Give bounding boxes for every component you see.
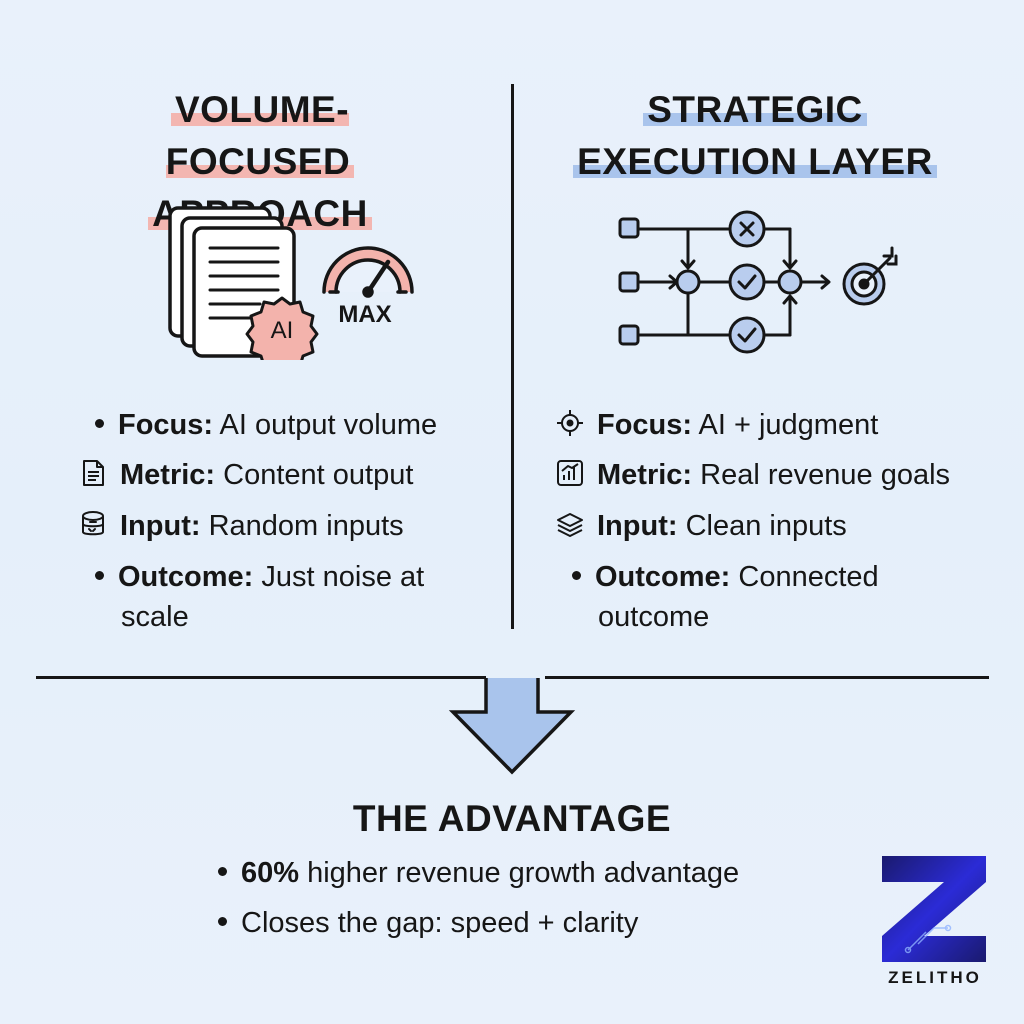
item-label: Outcome: xyxy=(118,561,254,593)
item-text: Just noise at xyxy=(261,561,425,593)
item-label: Input: xyxy=(597,510,678,542)
item-label: Metric: xyxy=(120,459,216,491)
logo-wordmark: ZELITHO xyxy=(888,968,982,987)
item-text: Real revenue goals xyxy=(700,459,951,491)
advantage-highlight: 60% xyxy=(241,857,300,889)
list-item: Metric: Real revenue goals xyxy=(555,455,950,495)
item-text: Connected xyxy=(738,561,879,593)
item-label: Focus: xyxy=(118,409,214,441)
documents-ai-illustration: AI MAX xyxy=(168,206,414,360)
bar-chart-icon xyxy=(555,458,585,488)
advantage-item: 60% higher revenue growth advantage xyxy=(218,853,739,893)
layers-icon xyxy=(555,509,585,539)
left-horizontal-line xyxy=(36,676,486,679)
advantage-title: THE ADVANTAGE xyxy=(352,798,672,839)
bullet-icon xyxy=(95,418,104,428)
advantage-item: Closes the gap: speed + clarity xyxy=(218,903,638,943)
bullet-icon xyxy=(218,866,227,876)
list-item: Input: Clean inputs xyxy=(555,506,847,546)
right-heading-line1: STRATEGIC xyxy=(643,89,867,130)
item-label: Outcome: xyxy=(595,561,731,593)
right-heading: STRATEGIC EXECUTION LAYER xyxy=(555,84,955,188)
gauge-max-label: MAX xyxy=(338,301,391,328)
reject-icon xyxy=(739,221,755,237)
list-item-continuation: outcome xyxy=(598,597,709,637)
zelitho-logo xyxy=(882,856,986,962)
item-text: outcome xyxy=(598,601,710,633)
list-item: Outcome: Connected xyxy=(572,557,879,597)
check-icon xyxy=(737,274,757,290)
item-text: scale xyxy=(121,601,189,633)
list-item: Focus: AI output volume xyxy=(95,405,437,445)
right-heading-line2: EXECUTION LAYER xyxy=(573,141,937,182)
list-item: Outcome: Just noise at xyxy=(95,557,424,597)
document-icon xyxy=(78,458,108,488)
advantage-text: higher revenue growth advantage xyxy=(299,857,740,889)
item-text: AI output volume xyxy=(219,409,438,441)
bullet-icon xyxy=(95,570,104,580)
list-item: Focus: AI + judgment xyxy=(555,405,878,445)
item-label: Input: xyxy=(120,510,201,542)
left-heading-line1: VOLUME-FOCUSED xyxy=(165,89,355,182)
advantage-text: Closes the gap: speed + clarity xyxy=(241,907,639,939)
ai-badge-icon: AI xyxy=(245,296,319,360)
speed-gauge-icon: MAX xyxy=(322,246,414,328)
target-icon xyxy=(842,246,898,306)
list-item: Input: Random inputs xyxy=(78,506,404,546)
check-icon xyxy=(737,327,757,343)
down-arrow-icon xyxy=(448,678,576,775)
right-horizontal-line xyxy=(545,676,989,679)
flow-diagram-illustration xyxy=(618,210,898,354)
center-divider xyxy=(511,84,514,629)
item-text: Random inputs xyxy=(208,510,404,542)
crosshair-icon xyxy=(555,408,585,438)
ai-badge-label: AI xyxy=(271,317,294,344)
item-text: Clean inputs xyxy=(685,510,847,542)
bullet-icon xyxy=(572,570,581,580)
database-icon xyxy=(78,509,108,539)
item-label: Focus: xyxy=(597,409,693,441)
list-item: Metric: Content output xyxy=(78,455,413,495)
item-text: AI + judgment xyxy=(698,409,879,441)
item-label: Metric: xyxy=(597,459,693,491)
bullet-icon xyxy=(218,916,227,926)
document-stack-icon xyxy=(168,206,296,358)
list-item-continuation: scale xyxy=(121,597,189,637)
item-text: Content output xyxy=(223,459,414,491)
